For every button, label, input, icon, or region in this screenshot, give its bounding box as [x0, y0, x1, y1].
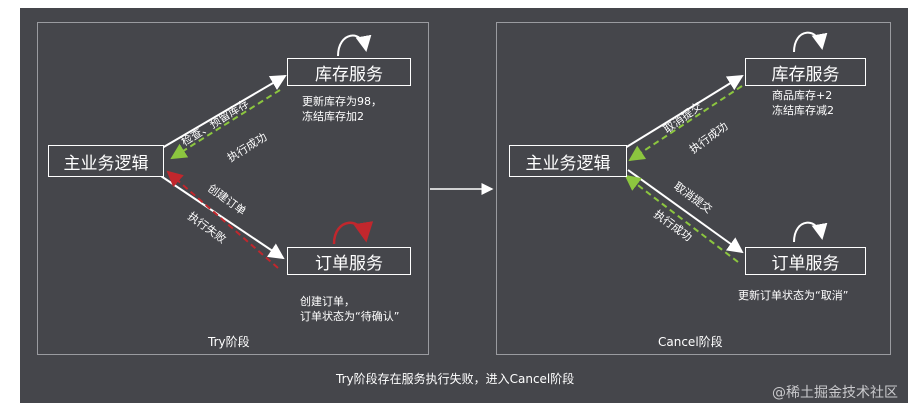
try-inventory-note-line-1: 更新库存为98， [302, 95, 382, 108]
try-order-loop [332, 221, 374, 245]
cancel-success-arrow-1 [628, 85, 743, 162]
cancel-success-arrow-2 [624, 174, 739, 263]
cancel-inventory-note-line-1: 商品库存+2 [772, 89, 833, 102]
cancel-inventory-loop [793, 31, 828, 53]
try-phase-caption: Try阶段 [208, 335, 250, 349]
footer-caption: Try阶段存在服务执行失败，进入Cancel阶段 [336, 372, 575, 386]
cancel-phase-caption: Cancel阶段 [658, 335, 723, 349]
try-success-arrow [170, 89, 281, 160]
cancel-order-service-node: 订单服务 [745, 247, 866, 275]
cancel-order-note: 更新订单状态为“取消” [738, 288, 848, 303]
cancel-order-loop [793, 221, 828, 243]
cancel-main-logic-node: 主业务逻辑 [509, 145, 627, 177]
cancel-inventory-note-line-2: 冻结库存减2 [772, 104, 834, 117]
try-inventory-note: 更新库存为98， 冻结库存加2 [302, 94, 382, 124]
try-inventory-note-line-2: 冻结库存加2 [302, 110, 364, 123]
cancel-order-note-line-1: 更新订单状态为“取消” [738, 289, 849, 302]
cancel-arrow-to-inventory [624, 74, 744, 149]
try-main-logic-node: 主业务逻辑 [48, 145, 164, 177]
try-order-note-line-2: 订单状态为“待确认” [300, 310, 400, 323]
try-order-note: 创建订单， 订单状态为“待确认” [300, 294, 399, 324]
cancel-arrow-to-order [627, 169, 744, 254]
watermark: @稀土掘金技术社区 [772, 385, 898, 401]
try-phase-panel [37, 22, 429, 355]
try-fail-arrow [166, 170, 279, 269]
try-arrow-to-inventory [161, 74, 287, 149]
cancel-inventory-service-node: 库存服务 [745, 58, 866, 86]
try-order-service-node: 订单服务 [287, 247, 411, 275]
cancel-phase-panel [496, 22, 891, 355]
try-inventory-loop [337, 34, 372, 57]
cancel-inventory-note: 商品库存+2 冻结库存减2 [772, 88, 834, 118]
try-order-note-line-1: 创建订单， [300, 295, 355, 308]
try-inventory-service-node: 库存服务 [287, 58, 411, 86]
